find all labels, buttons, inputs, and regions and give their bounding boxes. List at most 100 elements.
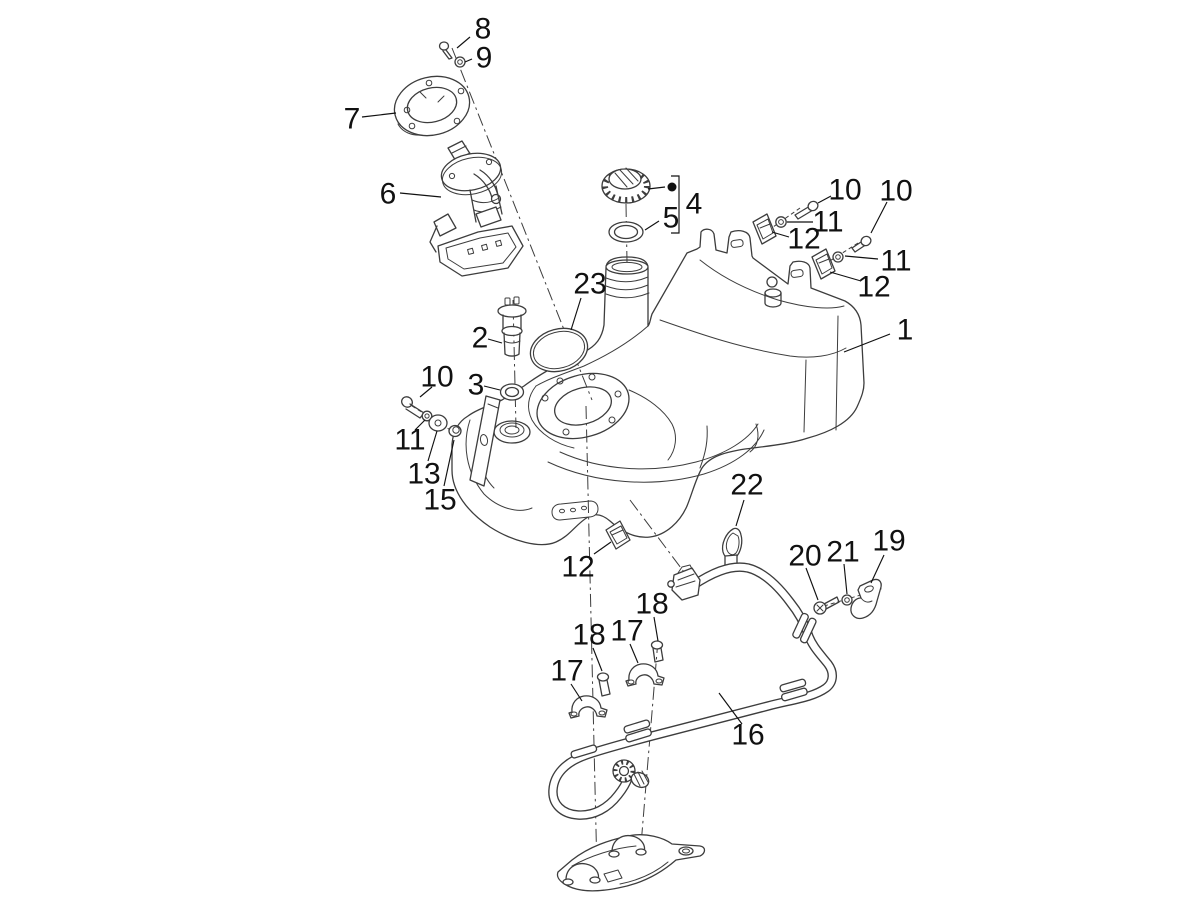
vent-strip <box>551 500 599 521</box>
callout-6: 6 <box>380 178 397 211</box>
callout-9: 9 <box>476 42 493 75</box>
callout-22: 22 <box>730 469 763 502</box>
hose-collar <box>779 678 808 702</box>
leader-line-10-right-upper <box>817 195 832 204</box>
flange-washer <box>454 56 466 68</box>
callout-2: 2 <box>472 322 489 355</box>
callout-18-right: 18 <box>635 588 668 621</box>
ear-slot <box>790 269 804 278</box>
leader-line-15 <box>443 439 455 487</box>
callout-19: 19 <box>872 525 905 558</box>
leader-line-7 <box>361 112 397 118</box>
leader-line-13 <box>427 430 438 462</box>
callout-10-left: 10 <box>420 361 453 394</box>
leader-line-17-right <box>629 643 639 664</box>
leader-line-5 <box>644 220 660 231</box>
callout-18-left: 18 <box>572 619 605 652</box>
leader-line-10-right-lower <box>870 201 888 234</box>
hook-bracket <box>850 578 882 620</box>
callout-3: 3 <box>468 369 485 402</box>
washer-right-lower <box>832 251 844 263</box>
leader-line-4 <box>647 186 666 190</box>
leader-line-3 <box>483 385 501 391</box>
callout-12-bottom: 12 <box>561 551 594 584</box>
mounting-bracket <box>556 834 706 892</box>
callout-21: 21 <box>826 536 859 569</box>
fuel-cap <box>601 167 651 204</box>
callout-4: 4 <box>686 188 703 221</box>
bolt-left <box>401 396 425 419</box>
callout-10-right-upper: 10 <box>828 174 861 207</box>
callout-11-right-upper: 11 <box>812 206 843 239</box>
leader-line-12-right-upper <box>771 231 790 238</box>
clamp-screw-left <box>596 672 611 697</box>
callout-15: 15 <box>423 484 456 517</box>
leader-line-22 <box>735 499 745 527</box>
leader-line-18-right <box>653 616 659 642</box>
leader-line-12-right-lower <box>829 271 862 282</box>
callout-17-right: 17 <box>610 615 643 648</box>
spacer-washer <box>428 414 448 432</box>
callout-10-right-lower: 10 <box>879 175 912 208</box>
hose-quick-connector-top <box>667 564 701 601</box>
leader-line-8 <box>456 36 471 49</box>
washer-left <box>421 410 433 422</box>
callout-20: 20 <box>788 540 821 573</box>
fuel-tank <box>451 228 865 546</box>
leader-line-11-right-lower <box>844 255 879 260</box>
leader-line-6 <box>399 192 442 198</box>
rubber-bushing <box>448 424 462 438</box>
ear-slot <box>730 239 744 248</box>
cable-tie <box>721 527 743 567</box>
pipe-clamp-right <box>625 663 665 687</box>
leader-line-12-bottom <box>593 541 612 555</box>
callout-11-left: 11 <box>394 424 425 457</box>
callout-11-right-lower: 11 <box>880 245 911 278</box>
hose-collar <box>623 719 652 743</box>
mounting-strap <box>469 395 501 487</box>
leader-line-2 <box>487 338 503 344</box>
fuel-pump-assembly <box>429 140 524 277</box>
flange-screw <box>438 41 453 60</box>
leader-line-9 <box>464 58 473 63</box>
hose-quick-connector-bottom <box>612 759 650 789</box>
pump-retaining-flange <box>393 75 471 137</box>
callout-5: 5 <box>663 202 680 235</box>
clip-nut-right-lower <box>811 248 836 280</box>
clip-nut-bottom <box>605 520 631 550</box>
hose-collar <box>792 612 817 644</box>
callout-4-bracket <box>671 175 680 234</box>
leader-line-17-left <box>570 683 583 702</box>
clamp-screw-right <box>650 640 664 663</box>
callout-4-dot <box>667 182 677 192</box>
sensor-boss <box>493 420 531 444</box>
bracket-screw <box>813 596 840 615</box>
callout-16: 16 <box>731 719 764 752</box>
o-ring <box>529 327 589 373</box>
bolt-right-lower <box>851 235 872 253</box>
bolt-right-upper <box>794 200 819 220</box>
leader-line-10-left <box>419 386 433 398</box>
leader-line-23 <box>570 297 582 331</box>
clip-nut-right-upper <box>752 213 777 245</box>
sensor-seal-ring <box>499 383 525 401</box>
fuel-hose <box>548 562 837 820</box>
leader-line-19 <box>870 554 885 584</box>
pipe-clamp-left <box>568 695 608 719</box>
callout-1: 1 <box>897 314 914 347</box>
breather-nipple <box>764 276 782 308</box>
callout-12-right-upper: 12 <box>787 223 820 256</box>
cap-seal-ring <box>608 221 644 243</box>
level-sensor <box>497 296 527 357</box>
leader-line-18-left <box>592 647 603 672</box>
callout-17-left: 17 <box>550 655 583 688</box>
callout-23: 23 <box>573 268 606 301</box>
callout-13: 13 <box>407 458 440 491</box>
hose-collar <box>570 744 598 759</box>
leader-line-21 <box>843 563 848 595</box>
callout-7: 7 <box>344 103 361 136</box>
pump-flange-opening <box>536 372 630 440</box>
